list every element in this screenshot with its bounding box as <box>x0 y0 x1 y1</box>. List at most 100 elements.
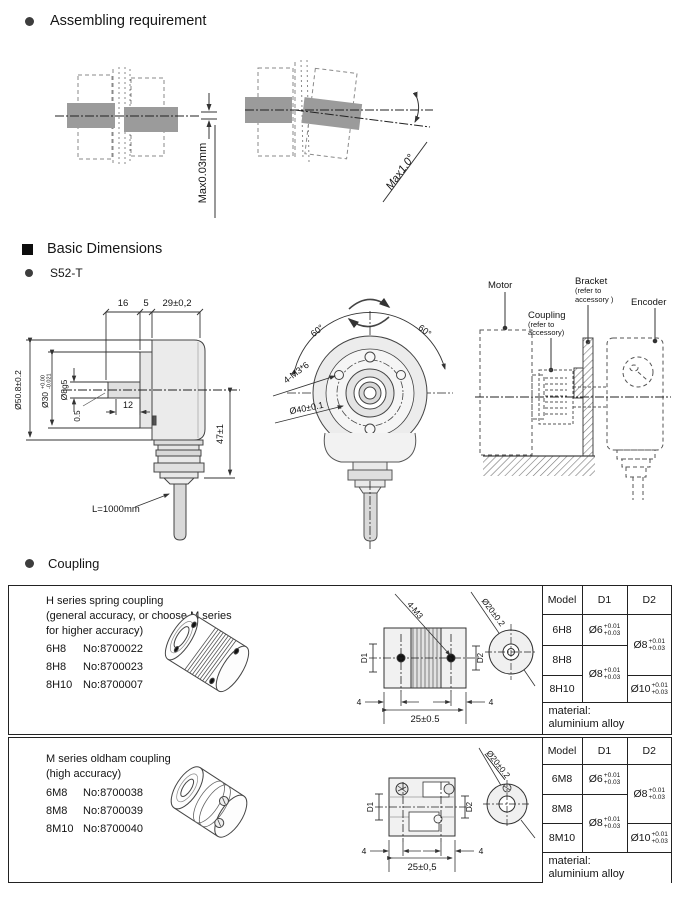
dim-47-group <box>204 387 235 479</box>
model-row: 8H8 No:8700023 <box>46 658 143 676</box>
side-dim-right: 4 <box>489 697 494 707</box>
h-series-spec-table: Model D1 D2 6H8 Ø6+0.01+0.03 Ø8+0.01+0.0… <box>541 586 671 734</box>
tol-sup: +0.01 <box>603 772 621 779</box>
model-code: 6M8 <box>46 787 68 799</box>
basic-dimensions-title: Basic Dimensions <box>47 241 163 257</box>
tilted-axis-line <box>294 109 431 128</box>
d1-label: D1 <box>366 801 375 812</box>
col-header-model: Model <box>541 586 583 615</box>
col-header-d2: D2 <box>626 738 671 765</box>
d1-dimension <box>369 643 377 673</box>
width-label: 25±0.5 <box>411 714 440 725</box>
desc-line: for higher accuracy) <box>46 625 144 637</box>
body-shapes <box>107 339 206 541</box>
coupling-note-1: (refer to <box>528 320 554 329</box>
tol-sub: +0.03 <box>651 837 668 845</box>
dia-30-sub: -0.021 <box>47 373 53 389</box>
tol-sub: +0.03 <box>648 644 665 652</box>
dia-8-label: Ø8g5 <box>59 379 69 400</box>
bolts-label: 4-M3 <box>405 599 425 620</box>
angle-label: Max1.0° <box>384 152 418 192</box>
holes-leader <box>272 375 336 397</box>
oldham-coupling-drawing: D1 D2 Ø20±0.2 4 4 25±0,5 <box>362 747 536 873</box>
d2-cell: Ø10+0.01+0.03 <box>626 674 671 703</box>
tol-sup: +0.01 <box>651 681 668 689</box>
d1-label: D1 <box>360 652 369 663</box>
d1-cell: Ø8+0.01+0.03 <box>581 793 628 853</box>
model-cell: 8M10 <box>541 822 583 853</box>
tol-sup: +0.01 <box>603 816 621 823</box>
tol-base: Ø8 <box>588 667 603 680</box>
angle-right: 60° <box>416 323 433 340</box>
tol-sub: +0.03 <box>651 688 668 696</box>
rotation-arrows-icon <box>347 297 391 329</box>
bracket-note-1: (refer to <box>575 286 601 295</box>
width-label: 25±0,5 <box>408 862 437 873</box>
angle-label-group: Max1.0° <box>384 152 418 192</box>
tol-sub: +0.03 <box>648 793 665 801</box>
od-tail-line <box>520 819 536 839</box>
side-dim-left: 4 <box>357 697 362 707</box>
ground-hatch <box>483 455 595 476</box>
face-circles <box>312 335 428 451</box>
material-label: material: <box>548 854 591 867</box>
material-label: material: <box>548 705 591 718</box>
tol-base: Ø8 <box>633 787 648 800</box>
d2-cell: Ø8+0.01+0.03 <box>626 763 671 824</box>
dia-30-sup: +0.00 <box>41 375 47 389</box>
bolts-leader <box>394 593 451 656</box>
model-no: No:8700039 <box>83 805 143 817</box>
model-code: 8H8 <box>46 661 67 673</box>
oldham-coupling-photo <box>170 766 248 838</box>
dia-50-label: Ø50.8±0.2 <box>13 370 23 410</box>
col-header-d1: D1 <box>581 738 628 765</box>
d1-cell: Ø6+0.01+0.03 <box>581 763 628 795</box>
basic-dimensions-heading: Basic Dimensions <box>22 241 162 257</box>
d1-cell: Ø8+0.01+0.03 <box>581 644 628 703</box>
offset-label-group: Max0.03mm <box>197 143 209 204</box>
d2-label: D2 <box>476 652 485 663</box>
m-series-coupling-panel: M series oldham coupling (high accuracy)… <box>8 737 672 883</box>
m-series-description: M series oldham coupling (high accuracy) <box>46 752 171 782</box>
end-view <box>485 624 537 680</box>
bullet-dot-icon <box>25 16 34 26</box>
encoder-label: Encoder <box>631 297 666 308</box>
model-code: 6H8 <box>46 643 67 655</box>
width-dimensions <box>365 692 485 724</box>
dim-5: 5 <box>143 298 148 309</box>
bullet-dot-icon <box>25 559 34 568</box>
angle-dimension <box>382 91 428 203</box>
m-series-spec-table: Model D1 D2 6M8 Ø6+0.01+0.03 Ø8+0.01+0.0… <box>541 738 671 883</box>
holes-label-group: 4-M3*6 <box>282 360 311 385</box>
model-no: No:8700040 <box>83 823 143 835</box>
tol-base: Ø6 <box>588 773 603 785</box>
dim-12: 12 <box>123 400 133 410</box>
model-no: No:8700023 <box>83 661 143 673</box>
material-value: aluminium alloy <box>548 867 625 880</box>
model-cell: 8H8 <box>541 644 583 676</box>
coupling-heading: Coupling <box>25 556 99 571</box>
model-no: No:8700038 <box>83 787 143 799</box>
shafts <box>245 97 363 130</box>
d2-cell: Ø10+0.01+0.03 <box>626 822 671 853</box>
motor-label: Motor <box>488 280 512 291</box>
bolt-circle-leader <box>274 405 344 424</box>
bullet-dot-icon <box>25 269 33 277</box>
material-cell: material: aluminium alloy <box>541 851 671 883</box>
end-view <box>483 780 531 828</box>
encoder-front-view: 60° 60° 4-M3*6 Ø40±0.1 <box>272 297 453 549</box>
dia-50-dimension <box>26 337 152 441</box>
dim-05: 0.5 <box>73 410 82 422</box>
spring-coupling-photo <box>164 613 250 693</box>
tol-sup: +0.01 <box>603 622 621 630</box>
model-row: 6H8 No:8700022 <box>46 640 143 658</box>
tol-base: Ø8 <box>633 638 648 651</box>
material-cell: material: aluminium alloy <box>541 701 671 734</box>
col-header-d2: D2 <box>626 586 671 615</box>
side-dim-right: 4 <box>479 846 484 856</box>
od-label: Ø20±0.2 <box>480 596 508 628</box>
model-no: No:8700022 <box>83 643 143 655</box>
tol-sup: +0.01 <box>603 666 621 674</box>
